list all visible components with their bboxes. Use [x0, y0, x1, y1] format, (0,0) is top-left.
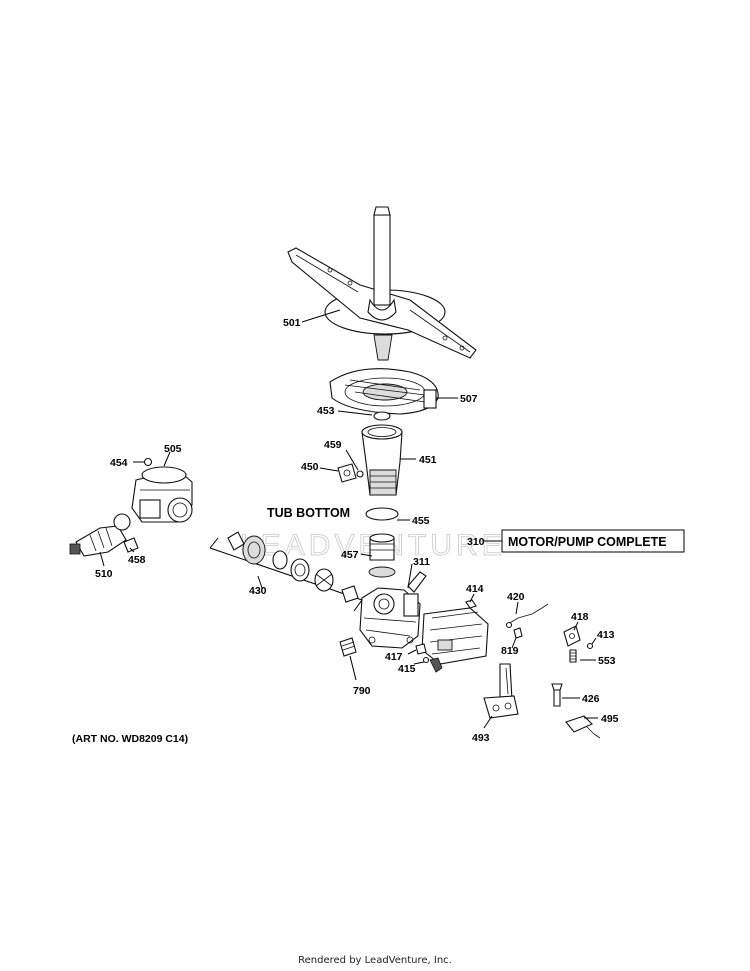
hose-457: [368, 533, 396, 578]
wire-420: [507, 603, 549, 625]
part-label-510: 510: [95, 568, 113, 580]
leader-453: [337, 410, 373, 416]
part-label-455: 455: [412, 515, 430, 527]
o-ring-453: [373, 411, 391, 421]
washer-415: [422, 656, 430, 664]
part-label-418: 418: [571, 611, 589, 623]
art-number: (ART NO. WD8209 C14): [72, 733, 188, 745]
leader-414: [469, 593, 475, 603]
part-label-454: 454: [110, 457, 128, 469]
motor: [421, 607, 489, 673]
part-label-507: 507: [460, 393, 478, 405]
part-label-430: 430: [249, 585, 267, 597]
housing-505: [131, 466, 193, 523]
part-label-413: 413: [597, 629, 615, 641]
part-label-457: 457: [341, 549, 359, 561]
part-label-450: 450: [301, 461, 319, 473]
spray-arm-501: [287, 206, 477, 361]
part-label-310: 310: [467, 536, 485, 548]
footer-credit: Rendered by LeadVenture, Inc.: [298, 955, 452, 966]
part-label-495: 495: [601, 713, 619, 725]
bracket-450: [337, 463, 357, 483]
part-label-459: 459: [324, 439, 342, 451]
part-label-453: 453: [317, 405, 335, 417]
part-label-790: 790: [353, 685, 371, 697]
motor-pump-label: MOTOR/PUMP COMPLETE: [508, 535, 667, 549]
leader-415: [413, 661, 425, 665]
tub-bottom-label: TUB BOTTOM: [267, 506, 350, 520]
leader-457: [360, 553, 373, 557]
part-label-819: 819: [501, 645, 519, 657]
bracket-493: [483, 663, 519, 719]
screw-414: [465, 599, 477, 609]
part-label-505: 505: [164, 443, 182, 455]
bracket-418: [563, 625, 581, 647]
leader-790: [349, 655, 357, 681]
leader-819: [511, 637, 517, 649]
leader-430: [257, 575, 263, 589]
part-label-501: 501: [283, 317, 301, 329]
part-label-458: 458: [128, 554, 146, 566]
wire-420-end: [505, 621, 513, 629]
clip-459: [356, 470, 364, 478]
part-label-414: 414: [466, 583, 484, 595]
part-label-553: 553: [598, 655, 616, 667]
rod-426: [551, 683, 563, 707]
screw-413: [586, 642, 594, 650]
valve-510: [69, 525, 127, 557]
leader-458: [129, 547, 135, 553]
leader-505: [163, 451, 171, 467]
leader-413: [591, 637, 597, 645]
part-label-451: 451: [419, 454, 437, 466]
sump-tube-451: [361, 424, 403, 496]
leader-493: [483, 715, 493, 729]
pump-kit-430: [227, 531, 359, 603]
leader-510: [99, 551, 105, 567]
part-label-415: 415: [398, 663, 416, 675]
leader-311: [407, 563, 413, 589]
leader-417: [407, 649, 417, 655]
leader-501: [301, 309, 341, 323]
leader-418: [573, 621, 579, 631]
pump-body-311: [359, 571, 427, 649]
clamp-458-ring: [113, 513, 131, 531]
part-label-426: 426: [582, 693, 600, 705]
clamp-458: [123, 537, 139, 553]
leader-420: [515, 601, 519, 615]
part-label-420: 420: [507, 591, 525, 603]
spring-790: [339, 637, 357, 657]
sensor-495: [565, 715, 601, 739]
part-label-417: 417: [385, 651, 403, 663]
leader-450: [319, 467, 339, 472]
cap-454: [143, 457, 153, 467]
gasket-455: [365, 507, 399, 521]
nut-417: [415, 643, 427, 655]
part-label-493: 493: [472, 732, 490, 744]
part-label-311: 311: [413, 556, 430, 568]
screw-819: [513, 627, 523, 639]
manifold-507: [329, 368, 439, 415]
motor-pump-box: [501, 529, 685, 553]
leader-459: [345, 449, 359, 471]
